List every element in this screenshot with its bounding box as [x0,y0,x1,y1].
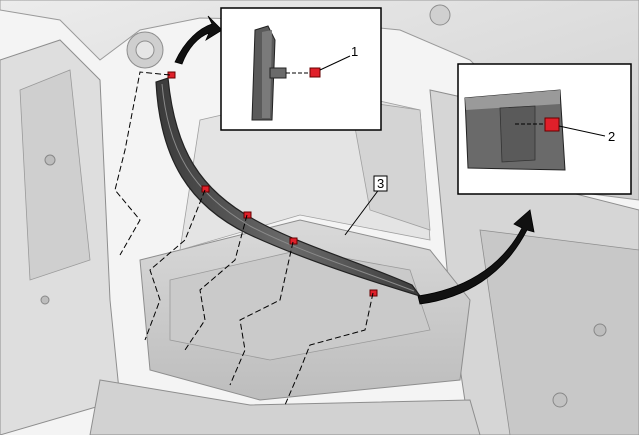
clip-icon [309,67,321,78]
clip-engagement-lines [114,71,374,406]
callout-3-group: 3 [344,175,388,236]
removal-arrows [174,15,535,305]
callout-3: 3 [377,176,384,191]
trim-clips [167,71,378,297]
callout-1: 1 [351,44,358,59]
clip-icon [544,117,560,132]
clip-icon [289,237,298,245]
curved-arrow-icon [417,209,535,305]
curved-arrow-icon [174,15,223,65]
detail-inset-2: 2 [457,63,632,195]
clip-icon [201,185,210,193]
detail-inset-1: 1 [220,7,382,131]
clip-icon [243,211,252,219]
clip-icon [369,289,378,297]
callout-2: 2 [608,129,615,144]
